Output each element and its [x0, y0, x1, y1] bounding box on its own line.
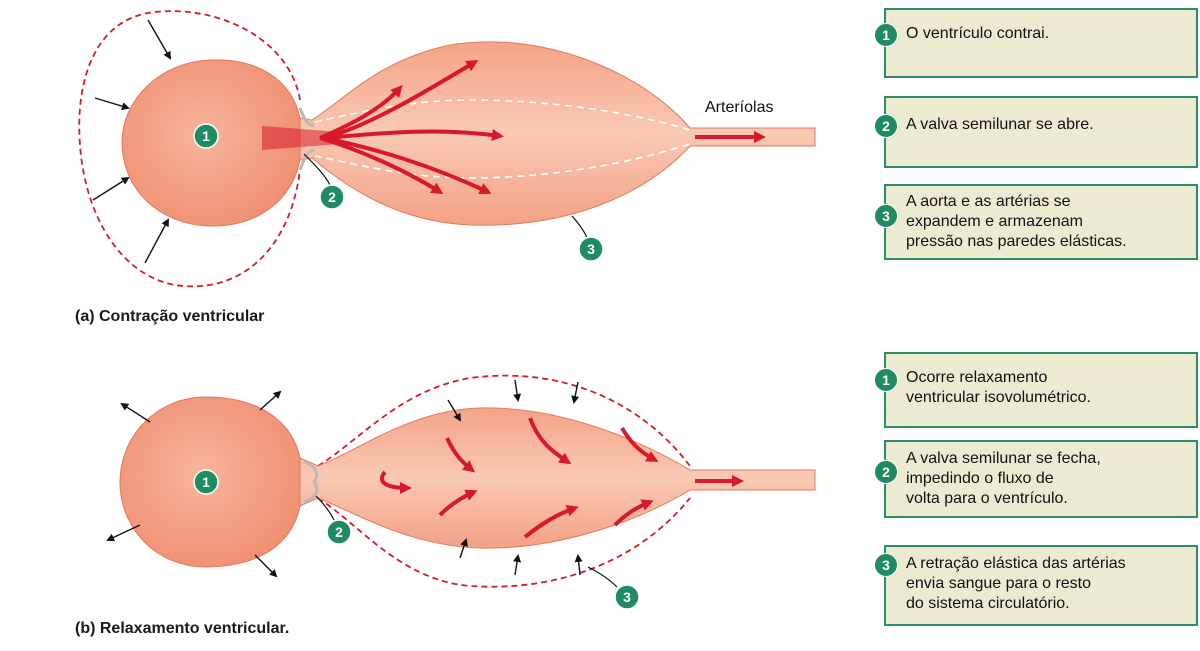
pressure-reservoir-diagram: Arteríolas 1 2 3 [78, 10, 816, 610]
aorta-recoiling [299, 407, 816, 549]
aorta-dashed-outline [317, 374, 691, 588]
step-number-badge: 1 [874, 368, 898, 392]
badge-1: 1 [193, 123, 219, 149]
badge-2: 2 [319, 184, 345, 210]
step-text: Ocorre relaxamento ventricular isovolumé… [906, 369, 1091, 406]
arterioles-label: Arteríolas [705, 99, 773, 116]
badge-2: 2 [326, 519, 352, 545]
badge-3: 3 [614, 584, 640, 610]
step-text: O ventrículo contrai. [906, 25, 1050, 42]
step-number-badge: 3 [874, 204, 898, 228]
badge-2-leader [303, 153, 331, 186]
svg-text:3: 3 [587, 241, 595, 257]
step-box-a-1: 1 O ventrículo contrai. [874, 8, 1198, 78]
badge-1: 1 [193, 469, 219, 495]
badge-2-leader [315, 495, 335, 521]
badge-3-leader [587, 566, 618, 588]
step-box-b-2: 2 A valva semilunar se fecha, impedindo … [874, 440, 1198, 518]
step-text: A aorta e as artérias se expandem e arma… [906, 193, 1127, 250]
svg-text:1: 1 [202, 128, 210, 144]
aorta-resting-outline [314, 99, 691, 179]
step-number-badge: 2 [874, 460, 898, 484]
step-box-a-3: 3 A aorta e as artérias se expandem e ar… [874, 184, 1198, 260]
panel-b-relaxation: 1 2 3 [106, 374, 816, 610]
svg-text:3: 3 [623, 589, 631, 605]
compression-arrows [92, 19, 172, 264]
step-number-badge: 3 [874, 553, 898, 577]
recoil-flow-arrows [380, 417, 744, 539]
svg-text:2: 2 [335, 524, 343, 540]
step-text: A valva semilunar se fecha, impedindo o … [906, 450, 1101, 507]
step-box-a-2: 2 A valva semilunar se abre. [874, 96, 1198, 168]
caption-panel-a: (a) Contração ventricular [75, 308, 265, 325]
badge-3: 3 [578, 236, 604, 262]
svg-text:2: 2 [328, 189, 336, 205]
step-number-badge: 2 [874, 114, 898, 138]
relaxation-arrows [106, 390, 282, 578]
semilunar-valve-closed [303, 460, 319, 504]
blood-flow-arrows [319, 59, 766, 195]
svg-text:1: 1 [202, 474, 210, 490]
semilunar-valve-open [298, 107, 315, 171]
ventricle-dashed-outline [78, 10, 301, 288]
badge-3-leader [571, 215, 589, 241]
step-box-b-3: 3 A retração elástica das artérias envia… [874, 545, 1198, 626]
recoil-arrows [447, 379, 583, 576]
step-text: A retração elástica das artérias envia s… [906, 555, 1126, 612]
step-box-b-1: 1 Ocorre relaxamento ventricular isovolu… [874, 352, 1198, 428]
panel-a-contraction: Arteríolas 1 2 3 [78, 10, 816, 288]
blood-flow-jet [262, 126, 340, 150]
step-text: A valva semilunar se abre. [906, 116, 1094, 133]
step-number-badge: 1 [874, 23, 898, 47]
caption-panel-b: (b) Relaxamento ventricular. [75, 620, 290, 637]
